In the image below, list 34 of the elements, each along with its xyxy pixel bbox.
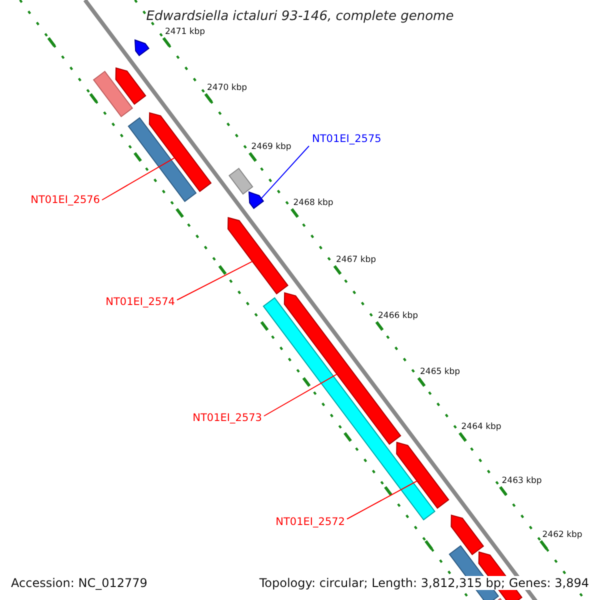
genome-info-text: Topology: circular; Length: 3,812,315 bp; Genes: 3,894 (257, 576, 591, 590)
scale-label: 2469 kbp (251, 143, 292, 152)
scale-label: 2471 kbp (165, 28, 206, 36)
gene-label: NT01EI_2576 (30, 195, 100, 206)
scale-label: 2466 kbp (378, 312, 418, 320)
scale-label: 2468 kbp (293, 199, 334, 208)
gene-label: NT01EI_2573 (192, 413, 262, 424)
scale-label: 2463 kbp (502, 477, 542, 486)
map-title: Edwardsiella ictaluri 93-146, complete genome (145, 10, 455, 23)
leader-line (102, 157, 176, 200)
scale-label: 2470 kbp (207, 84, 248, 92)
scale-label: 2467 kbp (336, 256, 376, 264)
gene-feature (134, 39, 150, 56)
gene-feature (396, 442, 450, 509)
gene-label: NT01EI_2572 (276, 517, 345, 528)
gene-feature (248, 191, 264, 210)
leader-line (176, 260, 253, 300)
gene-label: NT01EI_2575 (312, 134, 382, 144)
gene-feature (115, 67, 146, 105)
leader-line (346, 480, 418, 520)
scale-label: 2465 kbp (420, 368, 460, 376)
accession-text: Accession: NC_012779 (9, 576, 150, 590)
gene-label: NT01EI_2574 (106, 297, 175, 308)
gene-feature (228, 216, 288, 294)
leader-line (264, 374, 338, 416)
gene-feature (148, 112, 212, 192)
gene-bar (92, 70, 134, 118)
gene-bar (128, 117, 197, 202)
gene-bar (228, 168, 254, 195)
gene-feature (450, 514, 484, 556)
gene-feature (284, 292, 402, 445)
scale-label: 2462 kbp (542, 531, 582, 540)
leader-line (260, 146, 310, 199)
scale-label: 2464 kbp (461, 423, 502, 432)
